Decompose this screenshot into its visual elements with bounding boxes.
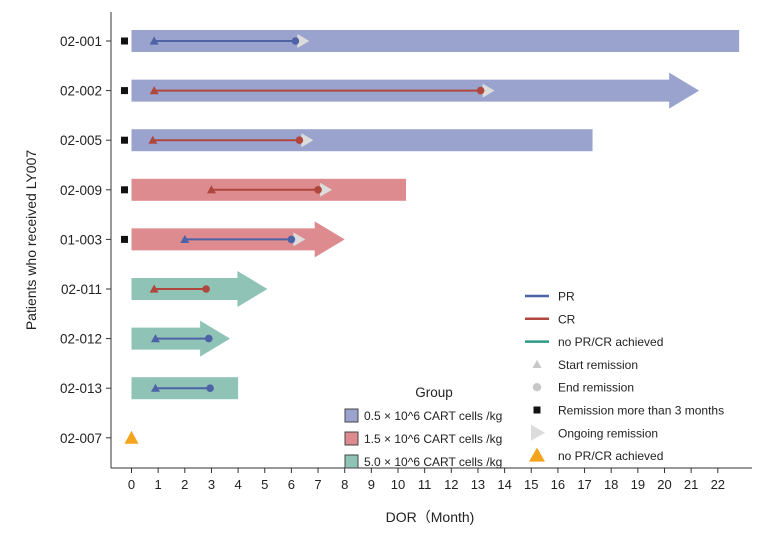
- x-tick-label: 13: [471, 477, 485, 492]
- x-tick-label: 16: [551, 477, 565, 492]
- start-remission-marker: [149, 86, 159, 95]
- remission-3m-marker: [121, 235, 128, 243]
- x-tick-label: 0: [128, 477, 135, 492]
- x-tick-label: 17: [577, 477, 591, 492]
- end-remission-marker: [287, 235, 296, 244]
- x-tick-label: 12: [444, 477, 458, 492]
- x-tick-label: 15: [524, 477, 538, 492]
- x-tick-label: 4: [234, 477, 241, 492]
- legend-marker-label: no PR/CR achieved: [558, 449, 663, 463]
- x-tick-label: 8: [341, 477, 348, 492]
- legend-end-swatch: [532, 383, 542, 392]
- ongoing-remission-marker: [301, 133, 314, 148]
- end-remission-marker: [206, 384, 214, 393]
- start-remission-marker: [206, 185, 216, 194]
- legend-group-label: 1.5 × 10^6 CART cells /kg: [364, 432, 502, 446]
- legend-title: Group: [415, 385, 453, 400]
- y-tick-labels: 02-001 02-002 02-005 02-009 01-003 02-011 02-0…: [60, 34, 102, 446]
- x-axis-label: DOR（Month): [386, 509, 475, 525]
- start-remission-marker: [148, 135, 158, 144]
- x-tick-label: 18: [604, 477, 618, 492]
- y-tick-label: 02-005: [60, 133, 102, 148]
- legend-group-label: 5.0 × 10^6 CART cells /kg: [364, 455, 502, 469]
- remission-3m-marker: [121, 37, 128, 45]
- legend-start-swatch: [532, 359, 542, 368]
- legend-group-swatch: [344, 408, 359, 423]
- y-tick-label: 02-007: [60, 431, 102, 446]
- remission-3m-marker: [121, 87, 128, 95]
- x-tick-label: 5: [261, 477, 268, 492]
- start-remission-marker: [149, 36, 159, 45]
- x-tick-label: 21: [684, 477, 698, 492]
- x-tick-label: 3: [208, 477, 215, 492]
- legend-marker-label: Remission more than 3 months: [558, 404, 724, 418]
- x-tick-label: 11: [418, 477, 432, 492]
- ongoing-remission-marker: [482, 83, 495, 98]
- start-remission-marker: [180, 234, 190, 243]
- legend-marker-label: End remission: [558, 381, 634, 395]
- y-tick-label: 02-011: [61, 282, 102, 297]
- x-tick-label: 2: [181, 477, 188, 492]
- x-tick-label: 22: [711, 477, 725, 492]
- x-tick-label: 1: [155, 477, 162, 492]
- group-legend: Group 0.5 × 10^6 CART cells /kg 1.5 × 10^…: [344, 385, 502, 469]
- remission-3m-marker: [121, 186, 128, 194]
- legend-ongoing-swatch: [531, 424, 545, 441]
- legend-group-swatch: [344, 431, 359, 446]
- end-remission-marker: [291, 37, 300, 45]
- legend-group-label: 0.5 × 10^6 CART cells /kg: [364, 409, 502, 423]
- x-tick-label: 9: [368, 477, 375, 492]
- x-tick-label: 20: [657, 477, 671, 492]
- remission-3m-marker: [121, 136, 128, 144]
- legend-warning-swatch: [529, 447, 545, 462]
- end-remission-marker: [476, 86, 485, 95]
- x-tick-label: 6: [288, 477, 295, 492]
- y-tick-label: 02-012: [60, 332, 102, 347]
- legend-marker-label: no PR/CR achieved: [558, 335, 663, 349]
- marks-layer: [121, 34, 495, 444]
- duration-bar: [131, 129, 593, 152]
- end-remission-marker: [202, 285, 210, 293]
- ongoing-remission-marker: [320, 182, 333, 197]
- end-remission-marker: [314, 186, 322, 194]
- x-tick-label: 19: [631, 477, 645, 492]
- end-remission-marker: [204, 334, 213, 343]
- ongoing-remission-marker: [297, 34, 310, 48]
- y-tick-label: 02-002: [60, 84, 102, 99]
- end-remission-marker: [295, 136, 304, 144]
- legend-square-swatch: [533, 406, 541, 414]
- legend-marker-label: CR: [558, 312, 576, 326]
- y-tick-label: 02-001: [60, 34, 102, 49]
- x-tick-label: 7: [314, 477, 321, 492]
- y-tick-label: 02-013: [60, 381, 102, 396]
- y-tick-label: 01-003: [60, 232, 102, 247]
- legend-marker-label: PR: [558, 290, 575, 304]
- y-axis-label: Patients who received LY007: [23, 150, 39, 331]
- start-remission-marker: [149, 284, 159, 293]
- duration-bar: [131, 30, 740, 52]
- legend-marker-label: Ongoing remission: [558, 426, 658, 440]
- ongoing-remission-marker: [293, 232, 306, 247]
- y-tick-label: 02-009: [60, 183, 102, 198]
- x-tick-label: 14: [497, 477, 511, 492]
- x-tick-label: 10: [391, 477, 405, 492]
- start-remission-marker: [150, 334, 160, 343]
- no-response-marker: [124, 430, 139, 444]
- legend-marker-label: Start remission: [558, 358, 638, 372]
- start-remission-marker: [150, 383, 160, 392]
- legend-group-swatch: [344, 454, 359, 469]
